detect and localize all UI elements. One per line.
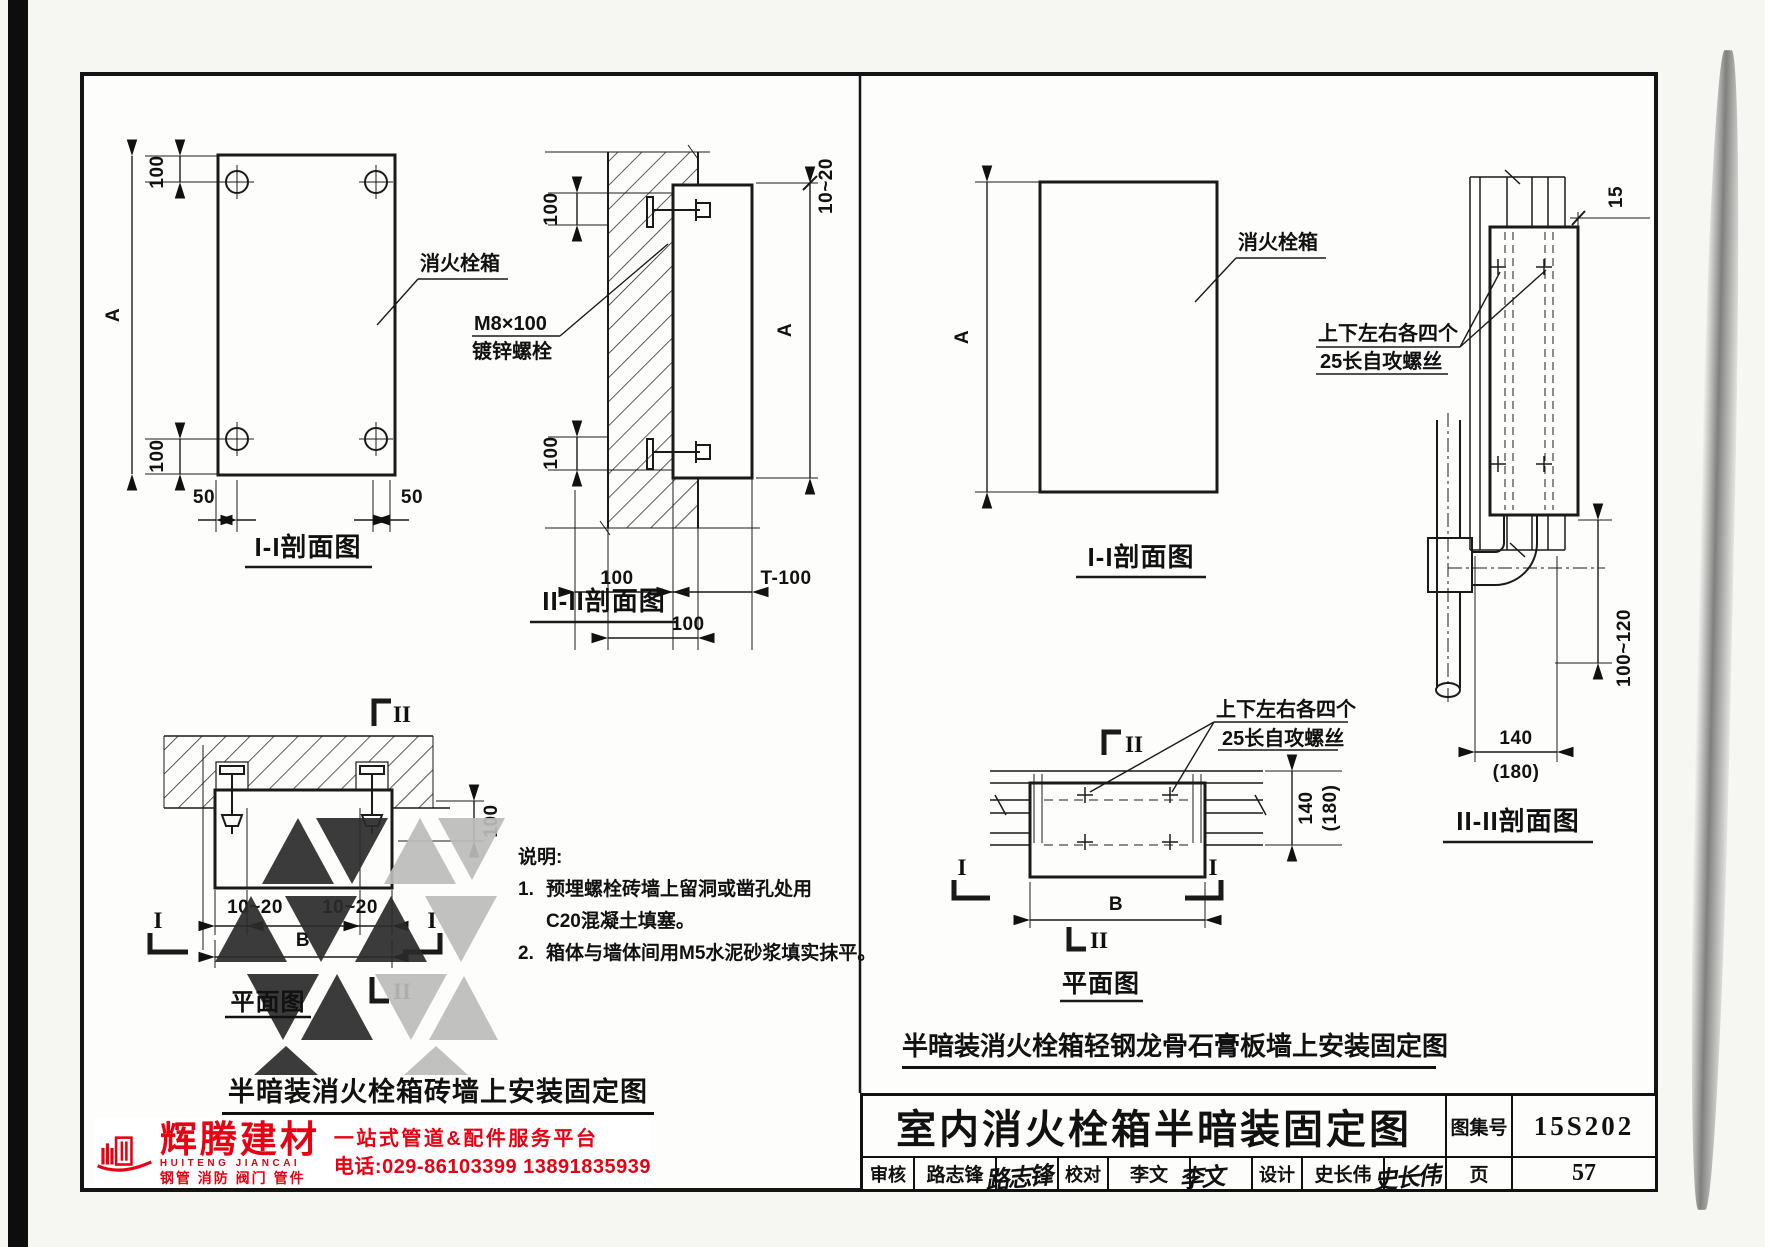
section-title-ii-ii: II-II剖面图 bbox=[542, 586, 666, 616]
dim-100: 100 bbox=[671, 614, 704, 635]
title-block: 室内消火栓箱半暗装固定图 图集号 15S202 审核 路志锋 路志锋 校对 李文… bbox=[860, 1093, 1658, 1195]
dim-140: 140 bbox=[1296, 791, 1317, 824]
dim-180: (180) bbox=[1493, 762, 1540, 783]
section-title-i-i: I-I剖面图 bbox=[254, 532, 361, 562]
vendor-logo-icon bbox=[96, 1136, 153, 1172]
designer-name: 史长伟 bbox=[1301, 1158, 1383, 1189]
dim-a: A bbox=[775, 323, 796, 337]
reviewer-name: 路志锋 bbox=[913, 1158, 995, 1189]
dim-100: 100 bbox=[147, 439, 168, 472]
screws-type-label: 25长自攻螺丝 bbox=[1222, 726, 1344, 750]
dim-50: 50 bbox=[193, 487, 215, 508]
right-section-i-i-drawing: A 消火栓箱 I-I剖面图 bbox=[952, 165, 1326, 579]
vendor-brand: 辉腾建材 bbox=[159, 1119, 320, 1160]
bolt-material-label: 镀锌螺栓 bbox=[472, 339, 552, 363]
atlas-number-value: 15S202 bbox=[1511, 1096, 1655, 1156]
vendor-logo-band: 辉腾建材 HUITENG JIANCAI 钢管 消防 阀门 管件 一站式管道&配… bbox=[95, 1118, 651, 1188]
dim-100: 100 bbox=[541, 436, 562, 469]
left-section-i-i-drawing: A 100 100 50 50 消火栓箱 I-I剖面图 bbox=[103, 139, 508, 569]
dim-b: B bbox=[1109, 894, 1123, 915]
reviewer-label: 审核 bbox=[870, 1164, 906, 1185]
dim-b: B bbox=[296, 930, 310, 951]
marker-i: I bbox=[958, 855, 967, 880]
left-section-ii-ii-drawing: 100 100 A 10~20 100 T-100 100 M8×100 镀锌螺… bbox=[472, 144, 837, 650]
dim-100: 100 bbox=[600, 568, 633, 589]
left-plan-brick-drawing: II II I I 100 10~20 10~20 B bbox=[147, 698, 502, 1004]
dim-50: 50 bbox=[401, 487, 423, 508]
caption-brick-wall: 半暗装消火栓箱砖墙上安装固定图 bbox=[222, 1070, 654, 1115]
left-plan-title: 平面图 bbox=[225, 989, 311, 1019]
section-title-i-i: I-I剖面图 bbox=[1087, 542, 1194, 572]
note-1-line-1: 1.预埋螺栓砖墙上留洞或凿孔处用 bbox=[518, 879, 813, 900]
dim-180: (180) bbox=[1320, 785, 1341, 832]
right-plan-gypsum-drawing: II II I I 140 (180) B 上下左右各四个 25长自攻螺丝 平面… bbox=[951, 697, 1357, 1003]
plan-title: 平面图 bbox=[1062, 970, 1140, 998]
screws-type-label: 25长自攻螺丝 bbox=[1320, 349, 1442, 373]
notes-heading: 说明: bbox=[518, 847, 563, 868]
book-spine-bar bbox=[8, 0, 28, 1247]
screws-count-label: 上下左右各四个 bbox=[1318, 321, 1459, 345]
section-title-ii-ii: II-II剖面图 bbox=[1456, 806, 1580, 836]
plan-title: 平面图 bbox=[231, 989, 306, 1016]
dim-a: A bbox=[952, 330, 973, 344]
reviewer-signature: 路志锋 bbox=[984, 1158, 1057, 1195]
marker-i: I bbox=[154, 908, 163, 933]
proofreader-signature: 李文 bbox=[1178, 1158, 1251, 1194]
designer-signature: 史长伟 bbox=[1372, 1158, 1445, 1195]
watermark-triangles bbox=[215, 818, 505, 1075]
marker-ii: II bbox=[1125, 732, 1143, 757]
note-1-line-2: C20混凝土填塞。 bbox=[546, 911, 695, 932]
dim-a: A bbox=[103, 308, 124, 322]
marker-ii: II bbox=[1090, 928, 1108, 953]
dim-100: 100 bbox=[541, 192, 562, 225]
bolt-spec-label: M8×100 bbox=[474, 313, 547, 335]
dim-140: 140 bbox=[1499, 728, 1532, 749]
page-label: 页 bbox=[1445, 1158, 1511, 1189]
vendor-phone: 电话:029-86103399 13891835939 bbox=[333, 1156, 651, 1178]
note-2: 2.箱体与墙体间用M5水泥砂浆填实抹平。 bbox=[518, 943, 877, 964]
page-number: 57 bbox=[1511, 1158, 1655, 1189]
designer-label: 设计 bbox=[1251, 1158, 1301, 1189]
dim-100: 100 bbox=[147, 155, 168, 188]
right-section-ii-ii-drawing: 15 100~120 140 (180) 上下左右各四个 25长自攻螺丝 II-… bbox=[1316, 169, 1650, 844]
notes-block: 说明: 1.预埋螺栓砖墙上留洞或凿孔处用 C20混凝土填塞。 2.箱体与墙体间用… bbox=[518, 842, 890, 970]
dim-15: 15 bbox=[1606, 186, 1627, 208]
vendor-brand-en: HUITENG JIANCAI bbox=[159, 1158, 301, 1169]
marker-ii: II bbox=[393, 702, 411, 727]
dim-100-120: 100~120 bbox=[1614, 609, 1635, 687]
dim-10-20: 10~20 bbox=[816, 158, 837, 214]
sheet-title: 室内消火栓箱半暗装固定图 bbox=[896, 1108, 1412, 1152]
hydrant-box-label: 消火栓箱 bbox=[420, 251, 500, 275]
screws-count-label: 上下左右各四个 bbox=[1216, 697, 1357, 721]
marker-i: I bbox=[1209, 855, 1218, 880]
proofreader-label: 校对 bbox=[1057, 1158, 1107, 1189]
vendor-products: 钢管 消防 阀门 管件 bbox=[159, 1170, 306, 1186]
marker-i: I bbox=[428, 908, 437, 933]
vendor-slogan: 一站式管道&配件服务平台 bbox=[333, 1128, 599, 1150]
atlas-number-label: 图集号 bbox=[1445, 1096, 1511, 1156]
hydrant-box-label: 消火栓箱 bbox=[1238, 230, 1318, 254]
proofreader-name: 李文 bbox=[1107, 1158, 1189, 1189]
caption-gypsum-wall: 半暗装消火栓箱轻钢龙骨石膏板墙上安装固定图 bbox=[902, 1026, 1448, 1069]
dim-t-100: T-100 bbox=[760, 568, 811, 589]
